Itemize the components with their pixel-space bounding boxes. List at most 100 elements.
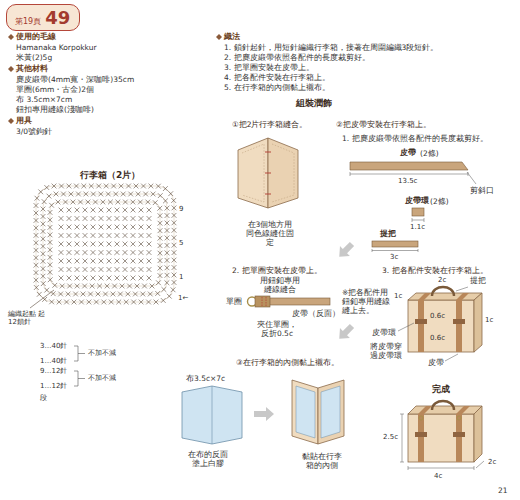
stitch-cross: [115, 225, 120, 230]
note-text: 布3.5c×7c: [186, 374, 225, 383]
strap: [418, 293, 431, 300]
stitch-cross: [156, 280, 161, 285]
stitch-cross: [172, 258, 177, 263]
step-heading: ①把2片行李箱縫合。: [232, 120, 308, 129]
stitch-cross: [73, 292, 78, 297]
stitch-cross: [115, 242, 120, 247]
stitch-cross: [67, 259, 72, 264]
stitch-cross: [158, 221, 163, 226]
suitcase-front: [408, 414, 474, 462]
stitch-cross: [115, 233, 120, 238]
stitch-cross: [131, 216, 136, 221]
stitch-cross: [172, 243, 177, 248]
bullet-diamond: [8, 118, 14, 124]
strap-loop: [453, 432, 465, 437]
stitch-cross: [91, 192, 96, 197]
stitch-cross: [163, 186, 168, 191]
stitch-cross: [42, 297, 47, 302]
note-text: 1. 鎖針起針，用短針編織行李箱，接著在周圍編織3段短針。: [224, 43, 438, 52]
note-text: 單圈: [226, 297, 242, 306]
stitch-cross: [172, 235, 177, 240]
dimension-label: 2c: [488, 458, 496, 466]
stitch-cross: [59, 184, 64, 189]
stitch-cross: [139, 300, 144, 305]
stitch-cross: [123, 250, 128, 255]
dimension-label: 2c: [438, 276, 446, 284]
chart-note: 9…12針: [40, 367, 67, 375]
stitch-cross: [147, 276, 152, 281]
stitch-cross: [158, 228, 163, 233]
stitch-cross: [41, 236, 46, 241]
stitch-cross: [48, 262, 53, 267]
stitch-cross: [49, 203, 54, 208]
stitch-cross: [34, 211, 39, 216]
title-heading: 行李箱（2片）: [80, 170, 140, 181]
stitch-cross: [41, 214, 46, 219]
part-label: 皮帶: [400, 148, 416, 157]
stitch-cross: [107, 208, 112, 213]
stitch-cross: [145, 200, 150, 205]
stitch-cross: [163, 198, 168, 203]
stitch-cross: [67, 208, 72, 213]
stitch-cross: [123, 200, 128, 205]
stitch-cross: [59, 259, 64, 264]
stitch-cross: [34, 270, 39, 275]
stitch-cross: [67, 225, 72, 230]
stitch-cross: [123, 216, 128, 221]
note-text: 3. 把單圈安裝在皮帶上。: [224, 63, 314, 72]
seam-stitch: [262, 297, 266, 306]
dimension-label: 2.5c: [383, 433, 398, 441]
stitch-cross: [107, 267, 112, 272]
strap: [456, 406, 470, 414]
stitch-cross: [138, 200, 143, 205]
stitch-cross: [91, 267, 96, 272]
stitch-cross: [125, 292, 130, 297]
round-outline: [50, 202, 160, 286]
note-text: 5. 在行李箱的內側黏上襯布。: [224, 83, 330, 92]
stitch-cross: [99, 242, 104, 247]
stitch-cross: [59, 242, 64, 247]
stitch-cross: [54, 192, 59, 197]
stitch-cross: [61, 192, 66, 197]
stitch-cross: [147, 233, 152, 238]
stitch-cross: [75, 267, 80, 272]
stitch-cross: [155, 291, 160, 296]
stitch-cross: [103, 292, 108, 297]
stitch-cross: [48, 232, 53, 237]
stitch-cross: [118, 292, 123, 297]
stitch-cross: [49, 299, 54, 304]
stitch-cross: [41, 281, 46, 286]
stitch-cross: [105, 284, 110, 289]
stitch-cross: [133, 292, 138, 297]
note-text: 用鈕釦專用縫線縫合: [258, 276, 302, 294]
stitch-cross: [47, 194, 52, 199]
stitch-cross: [172, 220, 177, 225]
chart-note: 不加不減: [88, 349, 116, 357]
stitch-cross: [97, 284, 102, 289]
dimension-label: 1c: [485, 316, 493, 324]
stitch-cross: [142, 284, 147, 289]
stitch-cross: [157, 206, 162, 211]
stitch-cross: [75, 250, 80, 255]
stitch-cross: [115, 200, 120, 205]
leader-line: [467, 172, 476, 184]
stitch-cross: [161, 298, 166, 303]
stitch-cross: [141, 184, 146, 189]
lining-fabric: [296, 386, 315, 438]
handle: [432, 401, 454, 410]
stitch-cross: [34, 278, 39, 283]
stitch-cross: [69, 192, 74, 197]
stitch-cross: [172, 206, 177, 211]
suitcase-top: [408, 406, 482, 414]
stitch-cross: [158, 213, 163, 218]
chart-note: 1…12針: [40, 382, 67, 390]
stitch-cross: [41, 251, 46, 256]
stitch-row: [272, 144, 294, 202]
stitch-cross: [83, 233, 88, 238]
stitch-cross: [147, 250, 152, 255]
stitch-cross: [75, 284, 80, 289]
suitcase-side: [474, 293, 482, 352]
stitch-cross: [123, 225, 128, 230]
stitch-cross: [115, 267, 120, 272]
stitch-cross: [75, 259, 80, 264]
